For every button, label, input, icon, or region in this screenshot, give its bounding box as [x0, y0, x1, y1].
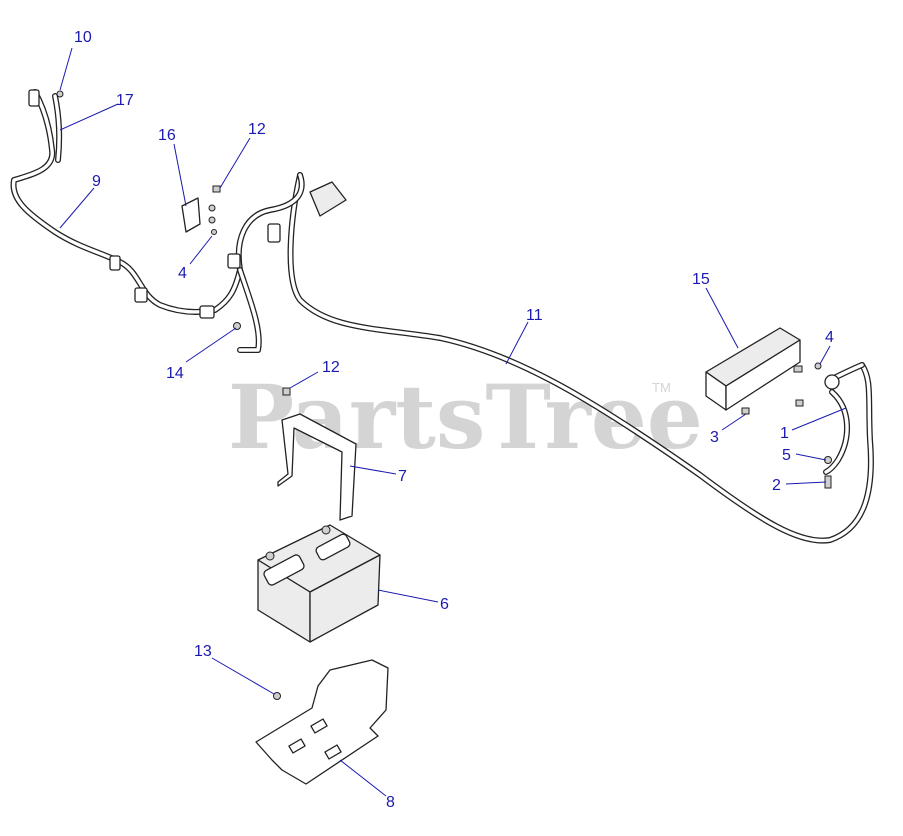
hardware-small-parts — [56, 90, 832, 700]
callout-6[interactable]: 6 — [440, 596, 449, 613]
callout-13[interactable]: 13 — [194, 643, 212, 660]
callout-10[interactable]: 10 — [74, 29, 92, 46]
battery-tray-part-8[interactable] — [255, 659, 389, 785]
callout-5[interactable]: 5 — [782, 447, 791, 464]
leader-lines — [59, 47, 847, 797]
watermark-text: PartsTree — [228, 365, 703, 469]
callout-14[interactable]: 14 — [166, 365, 184, 382]
callout-4-left[interactable]: 4 — [178, 265, 187, 282]
callout-3[interactable]: 3 — [710, 429, 719, 446]
watermark-trademark: TM — [652, 380, 671, 395]
callout-8[interactable]: 8 — [386, 794, 395, 811]
callout-labels: 10 17 9 16 12 4 14 12 11 15 4 3 1 5 2 7 … — [74, 29, 834, 811]
callout-7[interactable]: 7 — [398, 468, 407, 485]
callout-11[interactable]: 11 — [526, 307, 543, 324]
callout-12-lower[interactable]: 12 — [322, 359, 340, 376]
terminal-block-part-15[interactable] — [705, 327, 822, 415]
hold-down-bracket-part-7[interactable] — [277, 413, 357, 521]
callout-4-right[interactable]: 4 — [825, 329, 834, 346]
callout-12-upper[interactable]: 12 — [248, 121, 266, 138]
callout-15[interactable]: 15 — [692, 271, 710, 288]
callout-1[interactable]: 1 — [780, 425, 789, 442]
callout-17[interactable]: 17 — [116, 92, 134, 109]
wire-harness-part-11[interactable] — [227, 172, 874, 544]
callout-16[interactable]: 16 — [158, 127, 176, 144]
bracket-part-16[interactable] — [181, 185, 221, 235]
callout-2[interactable]: 2 — [772, 477, 781, 494]
callout-9[interactable]: 9 — [92, 173, 101, 190]
wire-harness-part-9[interactable] — [10, 89, 243, 319]
battery-part-6[interactable] — [257, 524, 381, 643]
